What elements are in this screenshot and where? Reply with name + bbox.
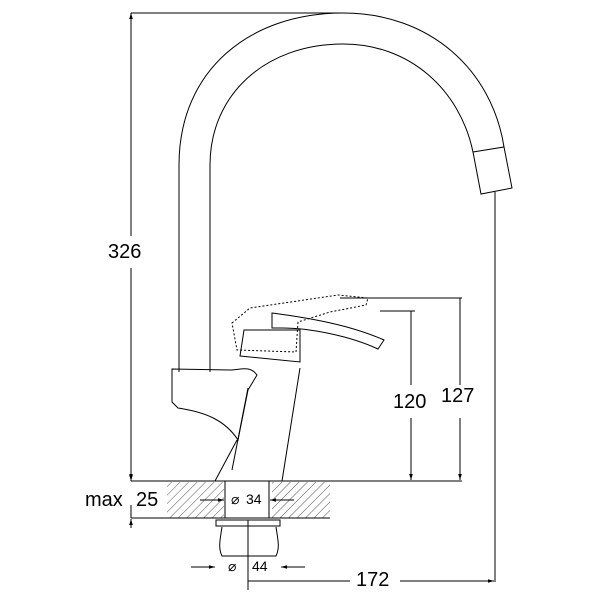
diameter-symbol: ⌀	[231, 491, 240, 507]
dimension-nut-diameter: 44	[252, 558, 268, 574]
body-block	[171, 368, 258, 442]
countertop-max-label: max	[85, 489, 123, 511]
dimension-total-height: 326	[108, 241, 142, 263]
body-top	[239, 329, 301, 363]
body-column	[214, 367, 301, 482]
dimension-lever-height-max: 127	[441, 385, 475, 407]
dimension-reach: 172	[356, 569, 390, 591]
lever	[271, 312, 385, 350]
spout-aerator	[472, 146, 513, 195]
lever-alt	[231, 294, 369, 353]
dimension-lever-height: 120	[393, 391, 427, 413]
dimension-countertop-thickness: 25	[136, 489, 159, 511]
diameter-symbol: ⌀	[228, 558, 237, 574]
spout-inner	[209, 43, 474, 372]
mounting-nut	[219, 520, 279, 590]
dimension-hole-diameter: 34	[246, 491, 262, 507]
spout-outer	[178, 12, 505, 372]
